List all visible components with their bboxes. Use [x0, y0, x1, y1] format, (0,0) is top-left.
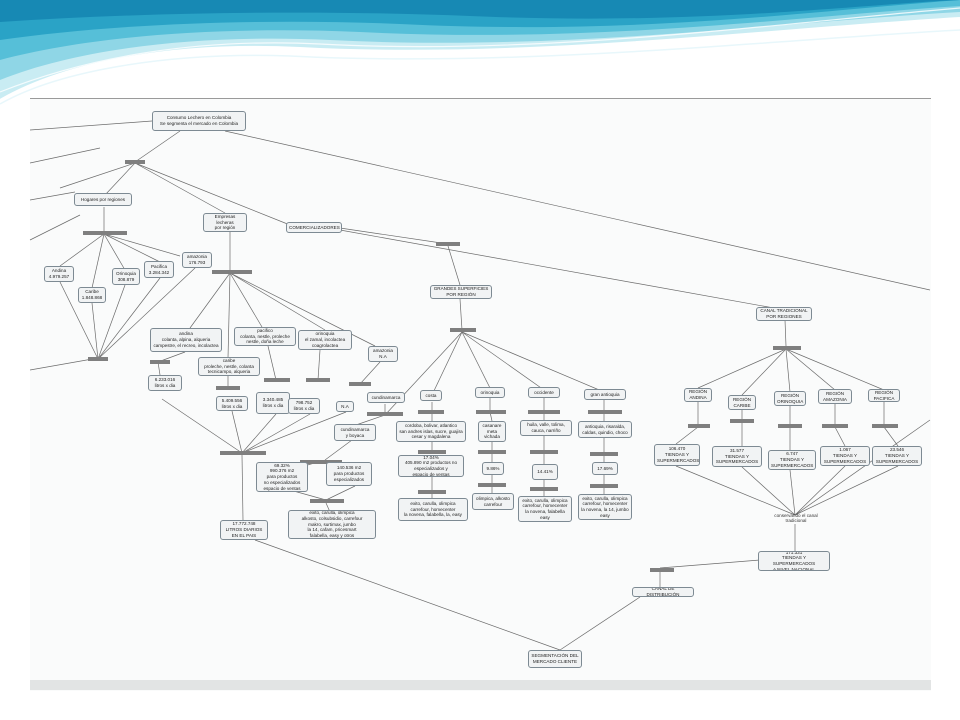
node-antioquia-cadenas[interactable]: exito, carulla, olimpica carrefour, home…: [578, 494, 632, 520]
node-litros-pacifica[interactable]: 3.340.485 litros x dia: [256, 392, 290, 414]
node-empresas-andina[interactable]: andina colanta, alpina, alqueria campest…: [150, 328, 222, 352]
node-region-amazonia[interactable]: amazonia 176.793: [182, 252, 212, 268]
node-empresas[interactable]: Empresas lecheras por región: [203, 213, 247, 232]
node-antioquia-pct[interactable]: 17.69%: [592, 462, 618, 475]
node-canal-distribucion[interactable]: CANAL DE DISTRIBUCIÓN: [632, 587, 694, 597]
node-tiendas-amazonia[interactable]: 1.067 TIENDAS Y SUPERMERCADOS: [820, 446, 870, 466]
node-orinoquia-departamentos[interactable]: casanare meta vichada: [478, 421, 506, 442]
node-tiendas-andina[interactable]: 106.470 TIENDAS Y SUPERMERCADOS: [654, 444, 700, 466]
node-empresas-caribe[interactable]: caribe proleche, nestle, colanta tecnica…: [198, 357, 260, 376]
node-empresas-pacifica[interactable]: pacifico colanta, nestle, proleche nestl…: [234, 327, 296, 346]
node-grandes-superficies[interactable]: GRANDES SUPERFICIES POR REGIÓN: [430, 285, 492, 299]
node-region-pacifica[interactable]: Pacifica 3.284.342: [144, 261, 174, 278]
header-wave-decoration: [0, 0, 960, 105]
node-region-andina[interactable]: Andina 4.979.257: [44, 266, 74, 282]
node-hogares[interactable]: Hogares por regiones: [74, 193, 132, 206]
node-occidente-cadenas[interactable]: exito, carulla, olimpica carrefour, home…: [518, 496, 572, 522]
node-region-caribe[interactable]: Caribe 1.848.868: [78, 287, 106, 303]
node-cund-cadenas[interactable]: exito, carulla, olimpica alkosto, colsub…: [288, 510, 376, 539]
node-total-tiendas[interactable]: 171.331 TIENDAS Y SUPERMERCADOS A NIVEL …: [758, 551, 830, 571]
node-gs-cundinamarca[interactable]: cundinamarca: [367, 392, 405, 403]
node-costa-cadenas[interactable]: exito, carulla, olimpica carrefour, home…: [398, 498, 468, 521]
node-cund-pct[interactable]: 69.32% 990.376 m2 para productos no espe…: [256, 462, 308, 492]
node-region-amazonia-trad[interactable]: REGIÓN AMAZONIA: [818, 389, 852, 404]
node-region-pacifica-trad[interactable]: REGIÓN PACIFICA: [868, 389, 900, 402]
node-orinoquia-pct[interactable]: 9.86%: [482, 462, 504, 475]
node-costa-pct[interactable]: 17.04% 405.890 m2 productos no especiali…: [398, 455, 464, 477]
node-cund-m2[interactable]: 140.536 m2 para productos especializados: [326, 462, 372, 486]
node-segmentacion[interactable]: SEGMENTACIÓN DEL MERCADO CLIENTE: [528, 650, 582, 668]
node-costa-departamentos[interactable]: cordoba, bolivar, atlantico san andres i…: [396, 421, 466, 442]
node-occidente-pct[interactable]: 14.41%: [532, 464, 558, 480]
node-region-orinoquia-trad[interactable]: REGIÓN ORINOQUIA: [774, 391, 806, 406]
node-comercializadores[interactable]: COMERCIALIZADORES: [286, 222, 342, 233]
node-antioquia-departamentos[interactable]: antioquia, risaralda, caldas, quindio, c…: [578, 421, 632, 438]
node-orinoquia-cadenas[interactable]: olimpica, alkosto carrefour: [472, 493, 514, 510]
node-cund-boyaca[interactable]: cundinamarca y boyaca: [334, 424, 376, 441]
node-region-caribe-trad[interactable]: REGIÓN CARIBE: [728, 395, 756, 410]
node-region-orinoquia[interactable]: Orinoquia 308.879: [112, 268, 140, 285]
node-gs-costa[interactable]: costa: [420, 390, 442, 401]
connector-bars: [83, 160, 898, 572]
node-empresas-amazonia[interactable]: amazonia N.A: [368, 346, 398, 362]
node-litros-andina[interactable]: 6.233.016 litros x dia: [148, 375, 182, 391]
node-root[interactable]: Consumo Lechero en Colombia Se segmenta …: [152, 111, 246, 131]
node-tiendas-orinoquia[interactable]: 6.747 TIENDAS Y SUPERMERCADOS: [768, 450, 816, 470]
node-empresas-orinoquia[interactable]: orinoquia el zamal, incolactea coagrolac…: [298, 330, 352, 350]
node-occidente-departamentos[interactable]: huila, valle, tolima, cauca, narriño: [520, 420, 572, 436]
node-litros-orinoquia[interactable]: 798.752 litros x dia: [288, 398, 320, 414]
node-litros-caribe[interactable]: 5.409.556 litros x dia: [216, 396, 248, 411]
label-conservando-canal: conservando el canal tradicional: [774, 513, 818, 523]
node-tiendas-caribe[interactable]: 31.577 TIENDAS Y SUPERMERCADOS: [712, 446, 762, 467]
canvas-scroll-strip: [30, 680, 931, 690]
node-gs-antioquia[interactable]: gran antioquia: [584, 389, 626, 400]
node-gs-occidente[interactable]: occidente: [528, 387, 560, 398]
node-canal-tradicional[interactable]: CANAL TRADICIONAL POR REGIONES: [756, 307, 812, 321]
node-litros-amazonia[interactable]: N.A: [336, 401, 354, 412]
node-tiendas-pacifica[interactable]: 23.546 TIENDAS Y SUPERMERCADOS: [872, 446, 922, 466]
node-total-litros[interactable]: 17.772.748 LITROS DIARIOS EN EL PAIS: [220, 520, 268, 540]
node-region-andina-trad[interactable]: REGIÓN ANDINA: [684, 388, 712, 402]
node-gs-orinoquia[interactable]: orinoquia: [475, 387, 505, 398]
